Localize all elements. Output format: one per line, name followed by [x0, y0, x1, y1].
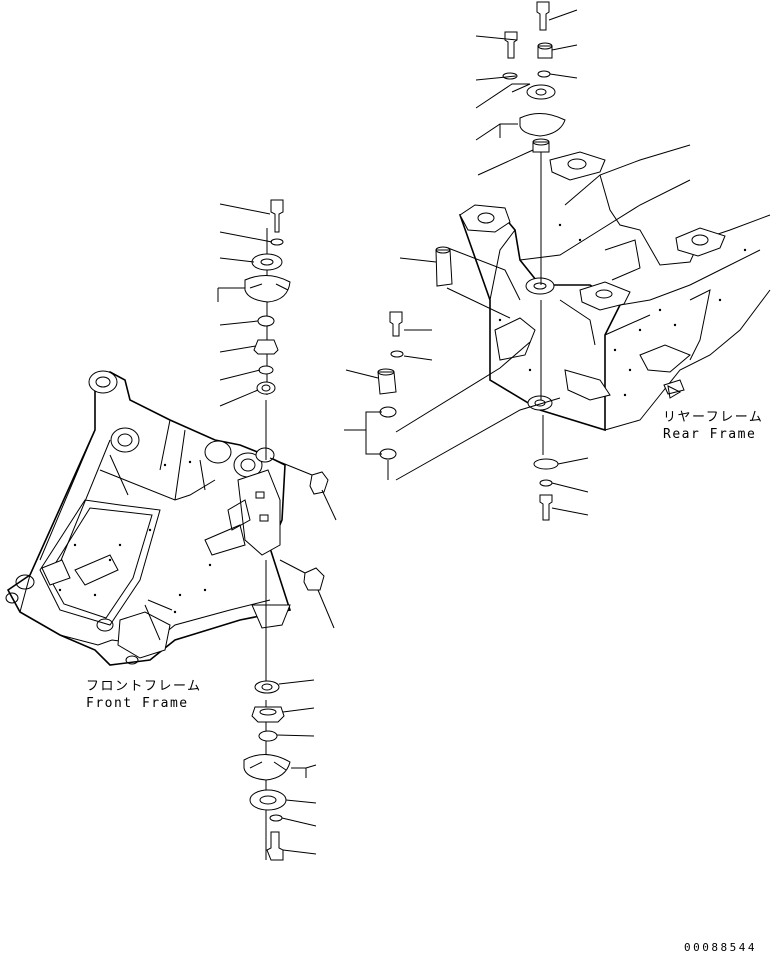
bolt-icon: [536, 1, 550, 31]
drawing-number: 00088544: [684, 941, 757, 954]
rear-lower-parts: [533, 457, 589, 521]
rear-side-parts: [344, 246, 561, 481]
front-axis-line: [265, 228, 268, 860]
bolt-icon: [266, 831, 284, 861]
rear-upper-parts: [475, 1, 578, 176]
rear-frame: [458, 144, 771, 432]
front-lower-parts: [243, 679, 317, 861]
bolt-icon: [389, 311, 403, 337]
rear-frame-leader: [667, 385, 682, 399]
front-frame-label-jp: フロントフレーム: [86, 679, 202, 694]
front-frame: [5, 370, 292, 666]
grease-fitting-parts: [269, 457, 337, 629]
front-upper-parts: [217, 199, 291, 407]
bolt-icon: [504, 31, 518, 59]
bolt-icon: [539, 494, 553, 521]
rear-axis-line: [540, 150, 544, 455]
bolt-icon: [270, 199, 284, 233]
rear-frame-label-jp: リヤーフレーム: [663, 410, 764, 425]
rear-frame-label-en: Rear Frame: [663, 427, 757, 442]
front-frame-label-en: Front Frame: [86, 696, 189, 711]
